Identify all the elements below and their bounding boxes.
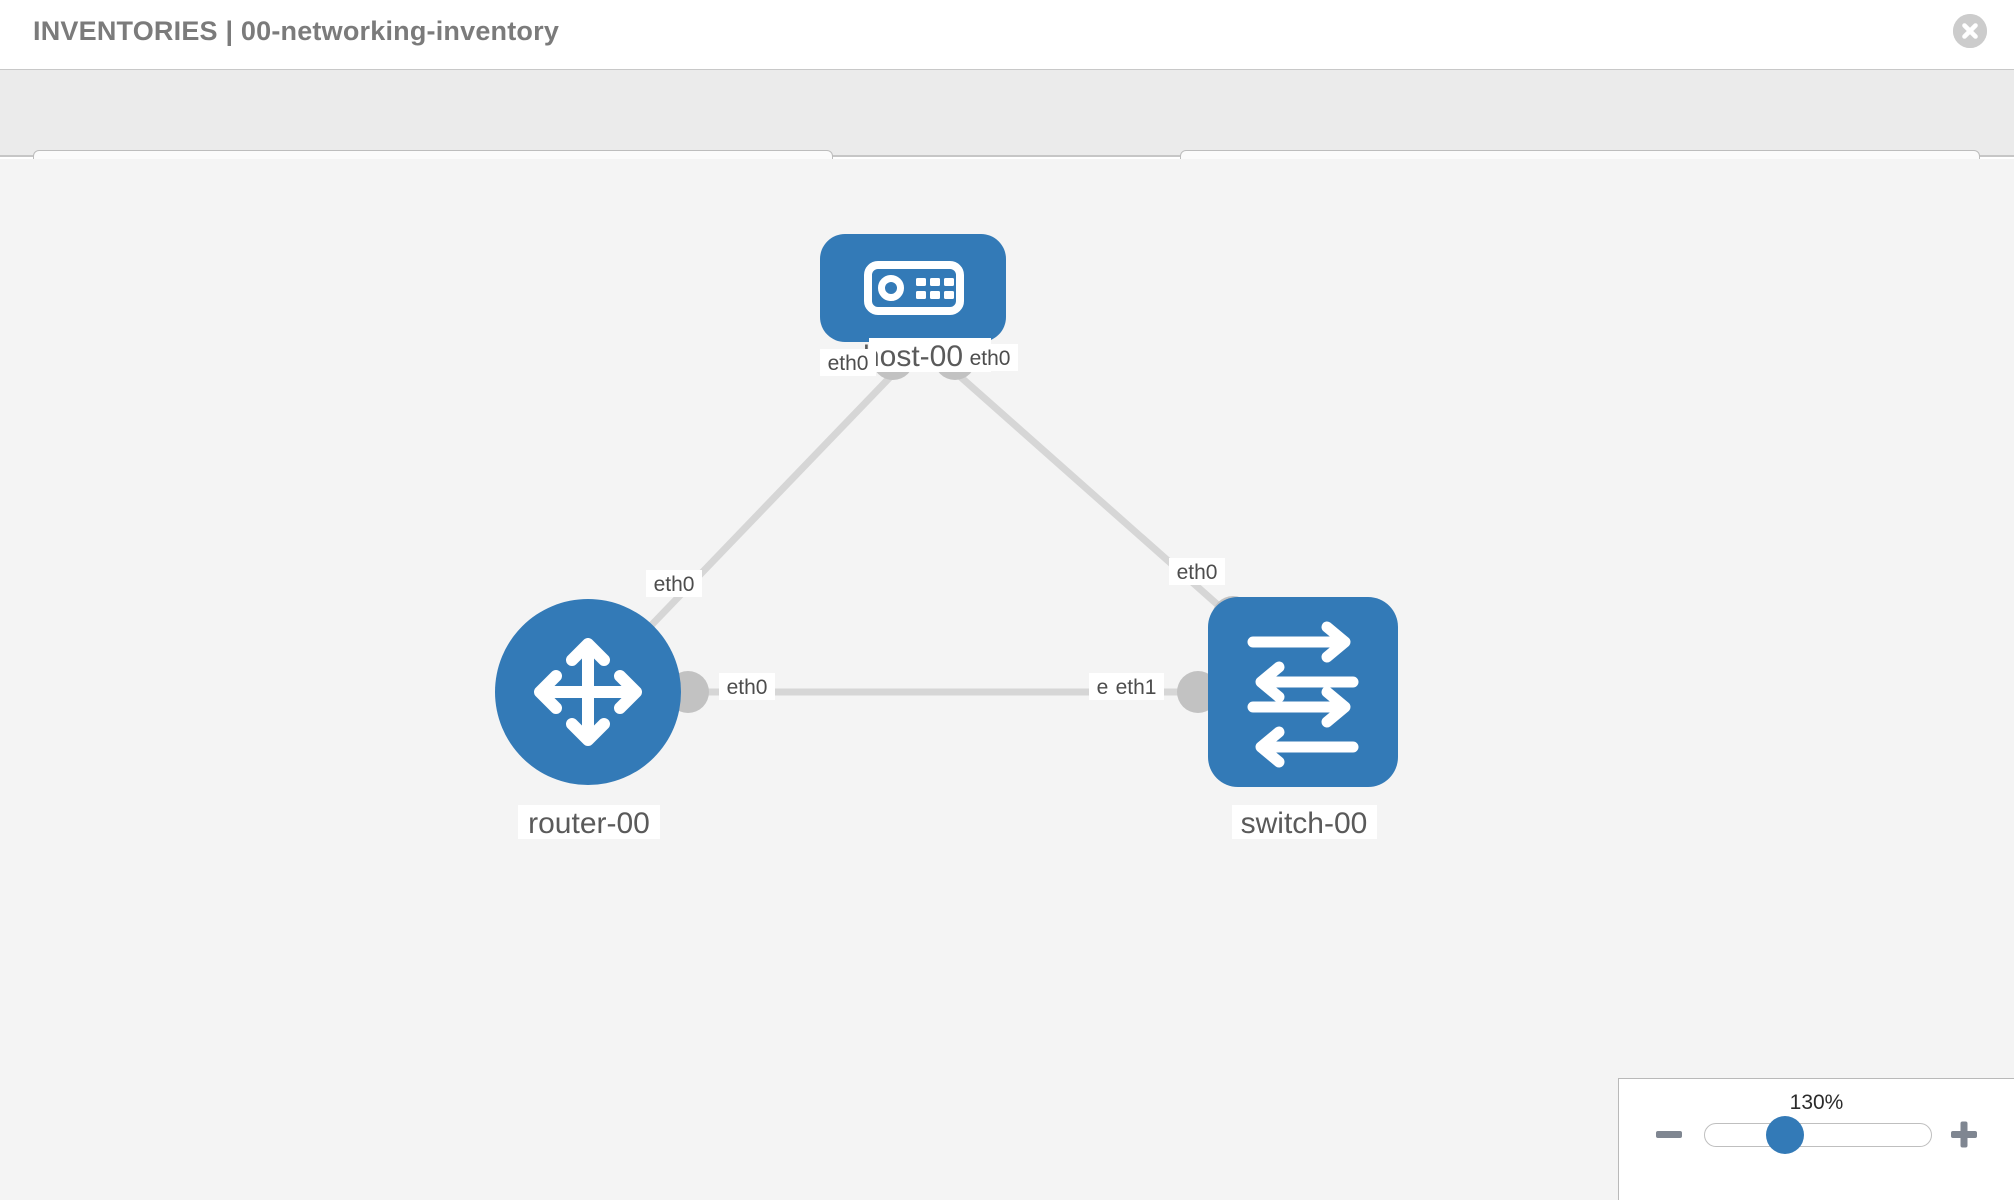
iface-label: eth1 [1108,673,1164,700]
node-label-router: router-00 [528,807,650,840]
node-router-00: router-00 [495,599,681,840]
iface-label: eth0 [962,344,1018,371]
svg-text:eth0: eth0 [970,347,1011,370]
iface-label: eth0 [820,349,876,376]
switch-arrows-icon [1247,621,1359,768]
zoom-slider-thumb[interactable] [1766,1116,1804,1154]
close-icon[interactable] [1953,14,1987,48]
iface-label: eth0 [719,673,775,700]
node-label-host: host-00 [863,340,963,373]
topology-links [637,369,1248,696]
topology-ports [667,338,1254,713]
zoom-percent-label: 130% [1789,1091,1844,1114]
node-host-00: host-00 [820,234,1006,373]
zoom-slider-track[interactable] [1704,1123,1932,1147]
node-label-switch: switch-00 [1241,807,1368,840]
interface-labels: eth0 eth0 eth0 eth0 eth0 eth0 eth1 [646,344,1225,700]
zoom-control-panel: 130% [1618,1078,2014,1200]
server-icon [864,261,964,315]
zoom-in-button[interactable] [1947,1117,1981,1151]
svg-text:eth0: eth0 [654,573,695,596]
link-host-router [637,369,898,640]
link-host-switch [952,369,1248,632]
node-switch-00: switch-00 [1208,597,1398,840]
svg-text:eth0: eth0 [828,352,869,375]
router-arrows-icon [534,638,642,746]
page-title: INVENTORIES | 00-networking-inventory [33,16,560,46]
zoom-out-button[interactable] [1652,1117,1686,1151]
toolbar: ACTIONS SEARCH [0,69,2014,202]
topology-canvas[interactable]: host-00 router-00 [0,159,2014,1200]
svg-text:eth0: eth0 [727,676,768,699]
svg-text:eth1: eth1 [1116,676,1157,699]
page-header: INVENTORIES | 00-networking-inventory [0,0,2014,69]
svg-text:eth0: eth0 [1177,561,1218,584]
iface-label: eth0 [646,570,702,597]
iface-label: eth0 [1169,558,1225,585]
